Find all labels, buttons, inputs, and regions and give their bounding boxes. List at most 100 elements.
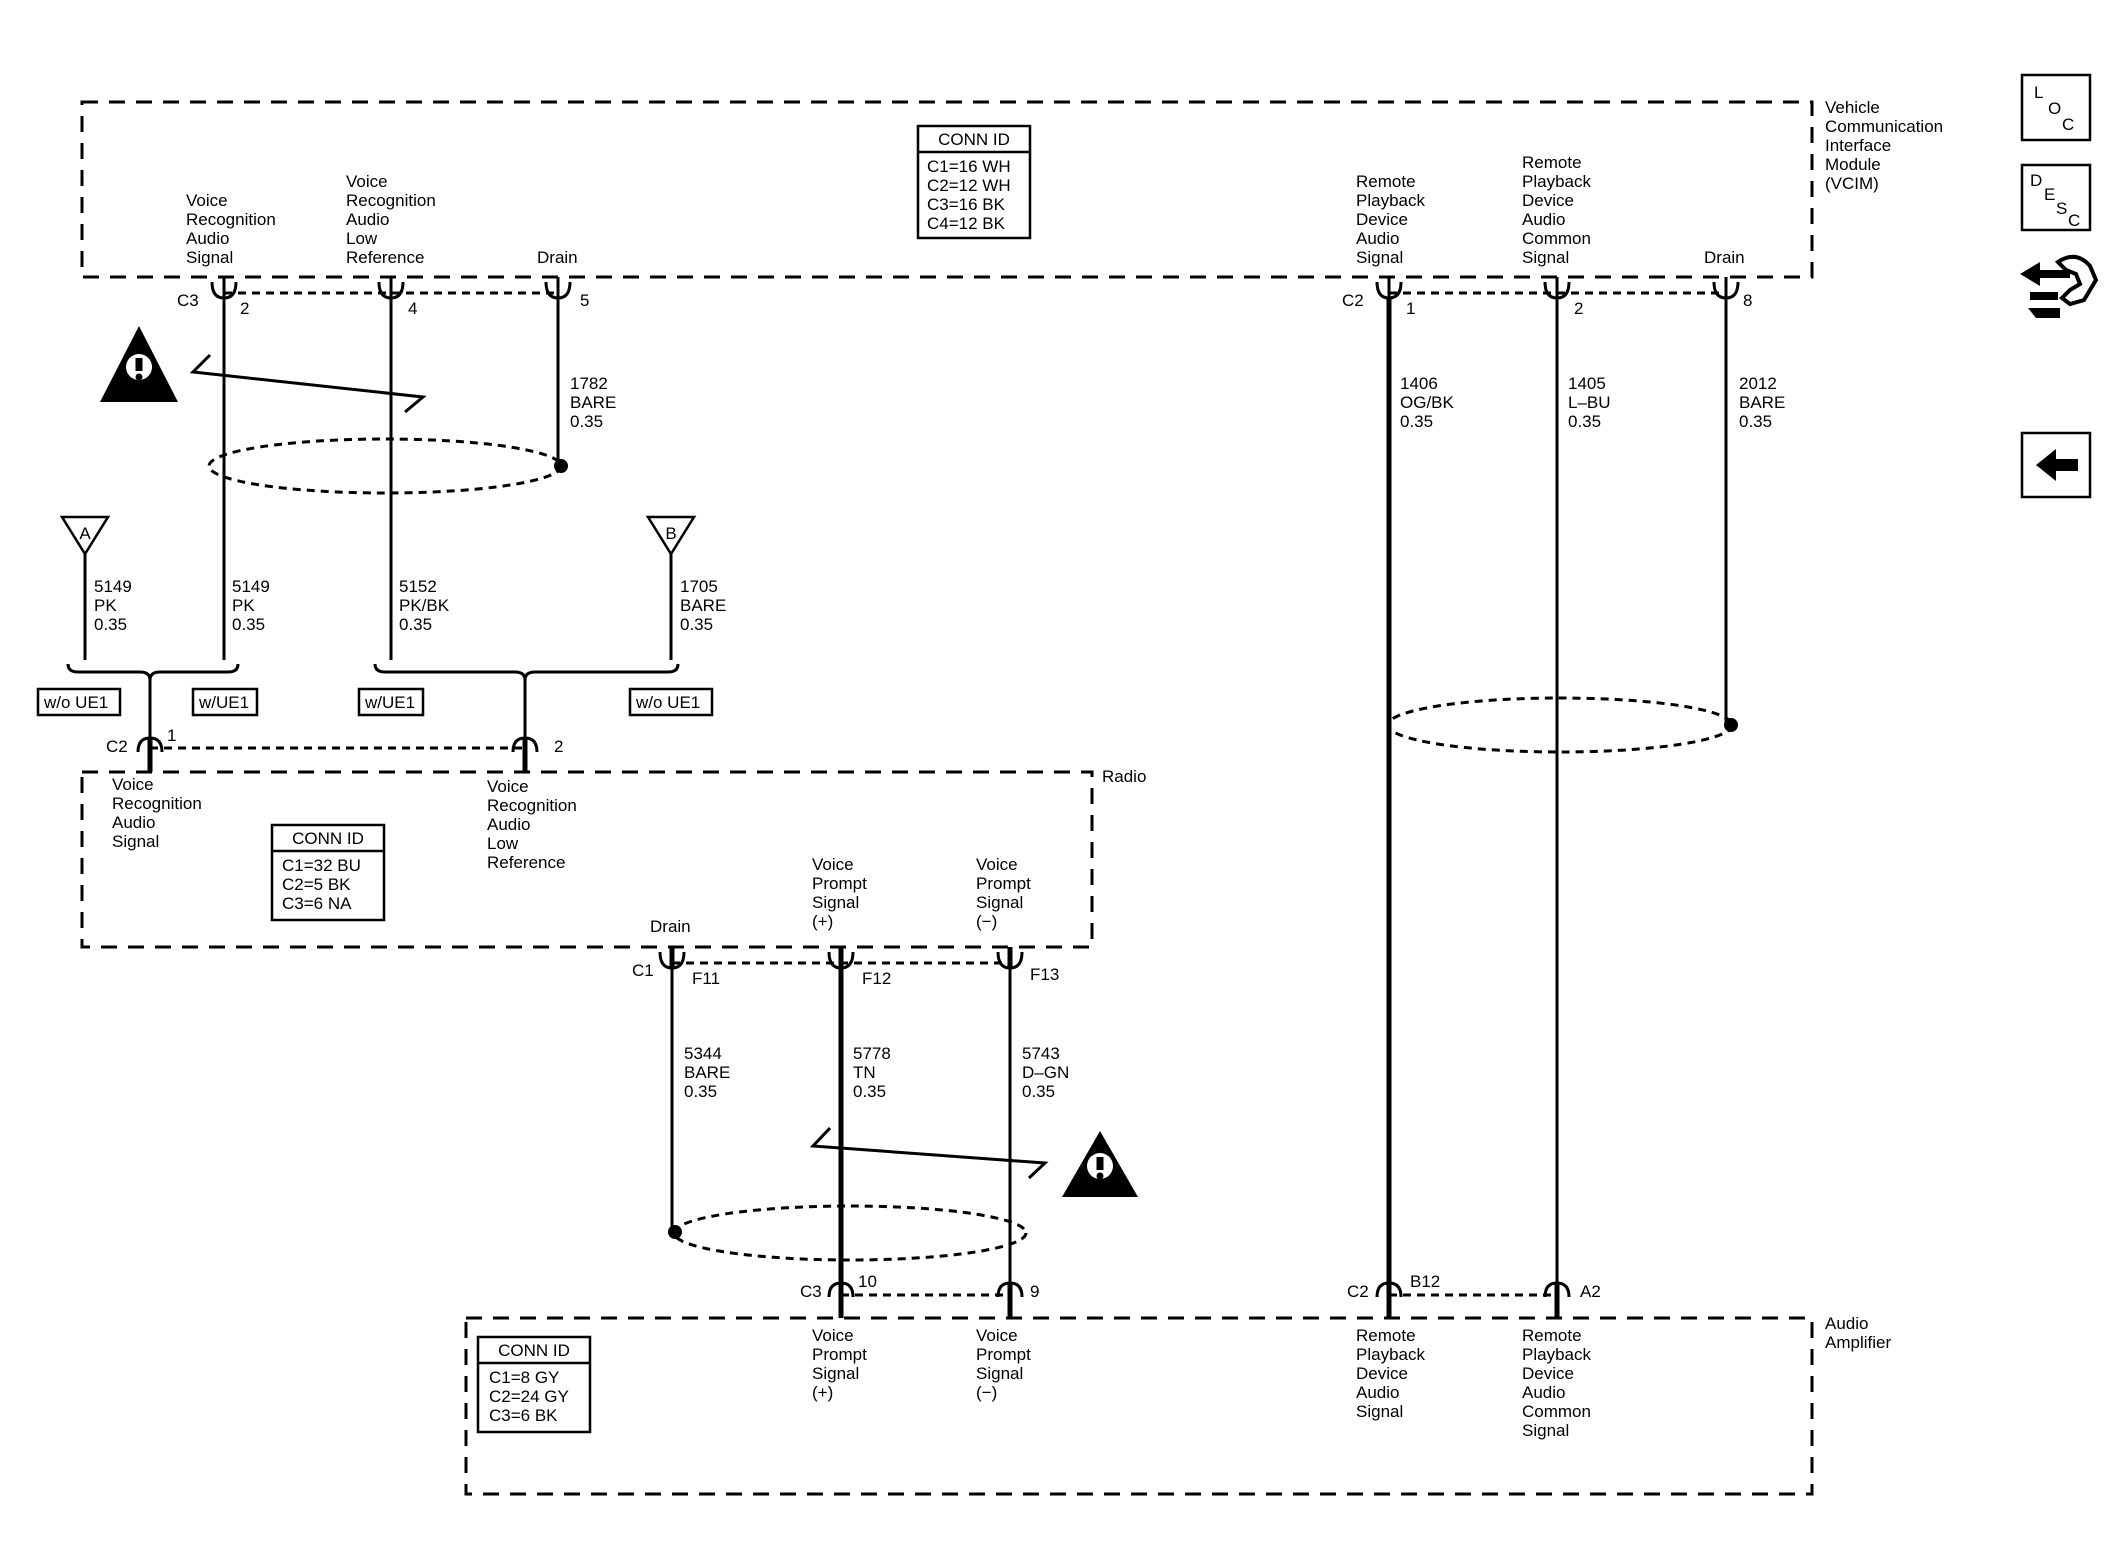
wire-label: BARE xyxy=(1739,393,1785,412)
svg-text:F12: F12 xyxy=(862,969,891,988)
twisted-pair-marker xyxy=(189,353,427,414)
svg-text:Voice: Voice xyxy=(346,172,388,191)
radio-name: Radio xyxy=(1102,767,1146,786)
wire-label: 1406 xyxy=(1400,374,1438,393)
svg-text:9: 9 xyxy=(1030,1282,1039,1301)
svg-text:Remote: Remote xyxy=(1522,1326,1582,1345)
vcim-name-line: (VCIM) xyxy=(1825,174,1879,193)
shield-ellipse xyxy=(1386,696,1734,754)
conn-id-title: CONN ID xyxy=(292,829,364,848)
svg-text:Audio: Audio xyxy=(487,815,530,834)
wire-label: 0.35 xyxy=(399,615,432,634)
svg-text:Device: Device xyxy=(1356,210,1408,229)
radio-c1-pin: F12 xyxy=(827,947,891,988)
svg-text:B: B xyxy=(665,524,676,543)
svg-text:Voice: Voice xyxy=(112,775,154,794)
conn-id-row: C1=32 BU xyxy=(282,856,361,875)
amp-pin-label: Remote Playback Device Audio Common Sign… xyxy=(1522,1326,1591,1440)
svg-text:Reference: Reference xyxy=(487,853,565,872)
svg-text:Signal: Signal xyxy=(1356,1402,1403,1421)
conn-id-row: C1=16 WH xyxy=(927,157,1011,176)
svg-text:Recognition: Recognition xyxy=(112,794,202,813)
svg-text:w/UE1: w/UE1 xyxy=(364,693,415,712)
svg-text:1: 1 xyxy=(167,726,176,745)
back-arrow-icon[interactable] xyxy=(2020,431,2092,499)
radio-c2-pin: 1 xyxy=(136,700,176,772)
svg-text:Remote: Remote xyxy=(1522,153,1582,172)
svg-text:Signal: Signal xyxy=(812,1364,859,1383)
svg-text:F13: F13 xyxy=(1030,965,1059,984)
wire-label: 5778 xyxy=(853,1044,891,1063)
conn-id-row: C2=5 BK xyxy=(282,875,351,894)
wire-label: 0.35 xyxy=(570,412,603,431)
svg-text:10: 10 xyxy=(858,1272,877,1291)
connector-hand-icon[interactable] xyxy=(2020,254,2099,318)
radio-pin-label: Voice Recognition Audio Low Reference xyxy=(487,777,577,872)
wire-label: 0.35 xyxy=(853,1082,886,1101)
svg-text:A2: A2 xyxy=(1580,1282,1601,1301)
radio-c2-pin: 2 xyxy=(511,700,563,772)
connector-label: C2 xyxy=(1342,291,1364,310)
svg-text:Signal: Signal xyxy=(112,832,159,851)
svg-text:Audio: Audio xyxy=(346,210,389,229)
svg-text:w/o UE1: w/o UE1 xyxy=(43,693,108,712)
svg-text:Playback: Playback xyxy=(1356,191,1425,210)
vcim-pin-label: Drain xyxy=(537,248,578,267)
wire-label: PK/BK xyxy=(399,596,450,615)
svg-text:2: 2 xyxy=(240,299,249,318)
wire-label: 1405 xyxy=(1568,374,1606,393)
conn-id-row: C4=12 BK xyxy=(927,214,1006,233)
connector-label: C2 xyxy=(1347,1282,1369,1301)
connector-label: C3 xyxy=(800,1282,822,1301)
svg-text:Signal: Signal xyxy=(976,893,1023,912)
conn-id-row: C2=24 GY xyxy=(489,1387,569,1406)
wire-label: OG/BK xyxy=(1400,393,1455,412)
svg-text:Prompt: Prompt xyxy=(976,874,1031,893)
wire-label: 0.35 xyxy=(1739,412,1772,431)
radio-pin-label: Drain xyxy=(650,917,691,936)
wire-label: 1782 xyxy=(570,374,608,393)
conn-id-row: C3=6 NA xyxy=(282,894,352,913)
reference-b[interactable]: B xyxy=(645,515,697,557)
connector-label: C1 xyxy=(632,961,654,980)
svg-text:4: 4 xyxy=(408,299,417,318)
radio-module: Radio Voice Recognition Audio Signal Voi… xyxy=(80,767,1146,988)
conn-id-row: C3=16 BK xyxy=(927,195,1006,214)
svg-text:Device: Device xyxy=(1356,1364,1408,1383)
wire-label: 5152 xyxy=(399,577,437,596)
svg-text:(−): (−) xyxy=(976,1383,997,1402)
option-box-wo-ue1: w/o UE1 xyxy=(36,687,122,717)
amp-pin-label: Voice Prompt Signal (−) xyxy=(976,1326,1031,1402)
svg-text:E: E xyxy=(2044,185,2055,204)
twisted-pair-marker xyxy=(809,1126,1049,1180)
svg-text:O: O xyxy=(2048,99,2061,118)
amp-c2-pin: B12 xyxy=(1375,1272,1440,1318)
wire-label: 0.35 xyxy=(232,615,265,634)
amp-module-box xyxy=(464,1316,1814,1496)
vcim-pin-label: Remote Playback Device Audio Signal xyxy=(1356,172,1425,267)
option-box-w-ue1: w/UE1 xyxy=(357,687,425,717)
wire-label: TN xyxy=(853,1063,876,1082)
loc-button[interactable]: L O C xyxy=(2020,73,2092,142)
radio-conn-id: CONN ID C1=32 BU C2=5 BK C3=6 NA xyxy=(270,823,386,922)
wire-label: 5149 xyxy=(232,577,270,596)
wire-label: PK xyxy=(94,596,117,615)
connector-label: C2 xyxy=(106,737,128,756)
svg-text:Remote: Remote xyxy=(1356,172,1416,191)
desc-button[interactable]: D E S C xyxy=(2020,163,2092,232)
wire-label: 0.35 xyxy=(1400,412,1433,431)
wire-label: 0.35 xyxy=(680,615,713,634)
svg-text:Common: Common xyxy=(1522,229,1591,248)
wire-label: BARE xyxy=(684,1063,730,1082)
svg-text:Voice: Voice xyxy=(976,1326,1018,1345)
svg-text:Playback: Playback xyxy=(1522,172,1591,191)
vcim-name-line: Communication xyxy=(1825,117,1943,136)
svg-text:2: 2 xyxy=(1574,299,1583,318)
svg-text:A: A xyxy=(79,524,91,543)
vcim-pin-label: Remote Playback Device Audio Common Sign… xyxy=(1522,153,1591,267)
vcim-conn-id: CONN ID C1=16 WH C2=12 WH C3=16 BK C4=12… xyxy=(916,124,1032,240)
amp-name-line: Amplifier xyxy=(1825,1333,1891,1352)
svg-text:Audio: Audio xyxy=(1356,1383,1399,1402)
svg-text:w/o UE1: w/o UE1 xyxy=(635,693,700,712)
reference-a[interactable]: A xyxy=(59,515,111,557)
